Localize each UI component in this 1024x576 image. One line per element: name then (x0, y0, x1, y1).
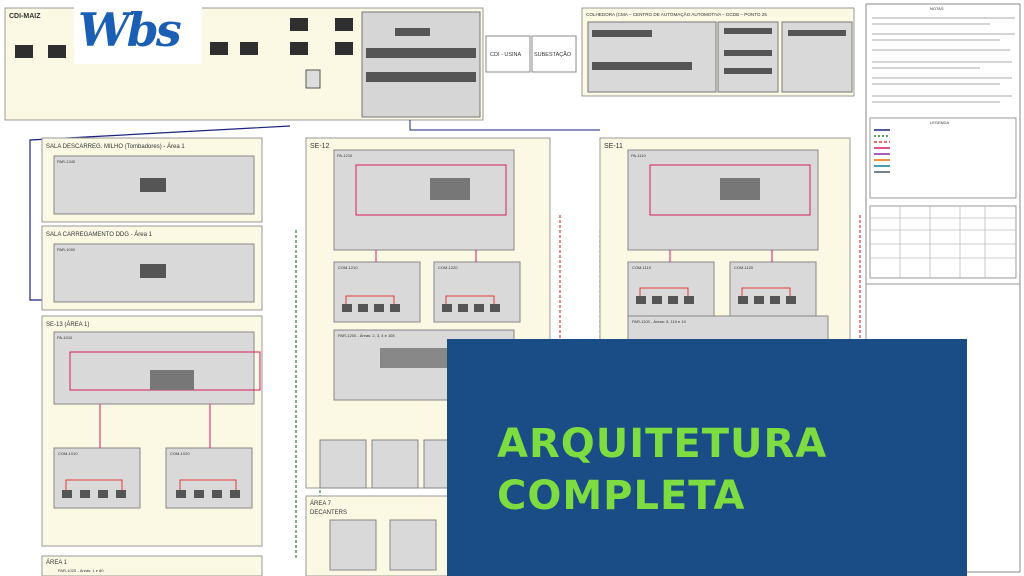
area7-sub: DECANTERS (310, 510, 347, 516)
area1-bottom-title: ÁREA 1 (46, 559, 68, 566)
se13-com1: COM-1010 (58, 451, 78, 456)
substation-box (531, 35, 577, 73)
area2-title: SALA CARREGAMENTO DDG - Área 1 (46, 231, 153, 238)
se12-panel: PA-1210 (337, 153, 353, 158)
cma-header: COLHEDORA (CMA – CENTRO DE AUTOMAÇÃO AUT… (586, 11, 767, 17)
se11-panel: PA-1110 (631, 153, 646, 158)
se12-par: PAR-1200 - Áreas: 2, 3, 4 e 108 (338, 333, 395, 338)
cable-table (869, 205, 1017, 279)
cdi-usina-label: CDI - USINA (490, 52, 522, 58)
legend-title: LEGENDA (930, 120, 949, 125)
se11-com1: COM-1110 (632, 265, 652, 270)
area2-panel: PAR-1000 (57, 247, 76, 252)
se11-title: SE-11 (604, 143, 623, 150)
cdi-usina-box (485, 35, 531, 73)
se12-title: SE-12 (310, 143, 330, 150)
server-rack-box (361, 11, 481, 118)
area1-panel: PAR-1340 (57, 159, 76, 164)
area1-bottom-box (41, 555, 263, 576)
notes-title: NOTAS (930, 6, 944, 11)
se13-panel: PA-1010 (57, 335, 73, 340)
se13-title: SE-13 (ÁREA 1) (46, 321, 89, 328)
se11-com2: COM-1120 (734, 265, 754, 270)
se12-com2: COM-1220 (438, 265, 458, 270)
se13-com2: COM-1020 (170, 451, 190, 456)
workstations (15, 18, 353, 89)
wbs-logo: Wbs (74, 0, 202, 64)
se11-par: PAR-1100 - Áreas: 8, 119 e 10 (632, 319, 687, 324)
overlay-title-line1: ARQUITETURA (497, 421, 828, 467)
notes-lines (872, 17, 1015, 103)
area1-bottom-panel: PAR-1020 - Áreas: 1 e 80 (58, 568, 104, 573)
substation-label: SUBESTAÇÃO (534, 51, 572, 58)
legend-items (874, 129, 890, 173)
overlay-title-line2: COMPLETA (497, 473, 746, 519)
area1-title: SALA DESCARREG. MILHO (Tombadores) - Áre… (46, 143, 185, 150)
cdi-maiz-label: CDI-MAIZ (9, 13, 41, 20)
title-overlay: ARQUITETURA COMPLETA (447, 339, 967, 576)
wbs-logo-text: Wbs (78, 3, 182, 57)
legend-box (869, 117, 1017, 199)
se12-com1: COM-1210 (338, 265, 358, 270)
area7-title: ÁREA 7 (310, 500, 332, 507)
